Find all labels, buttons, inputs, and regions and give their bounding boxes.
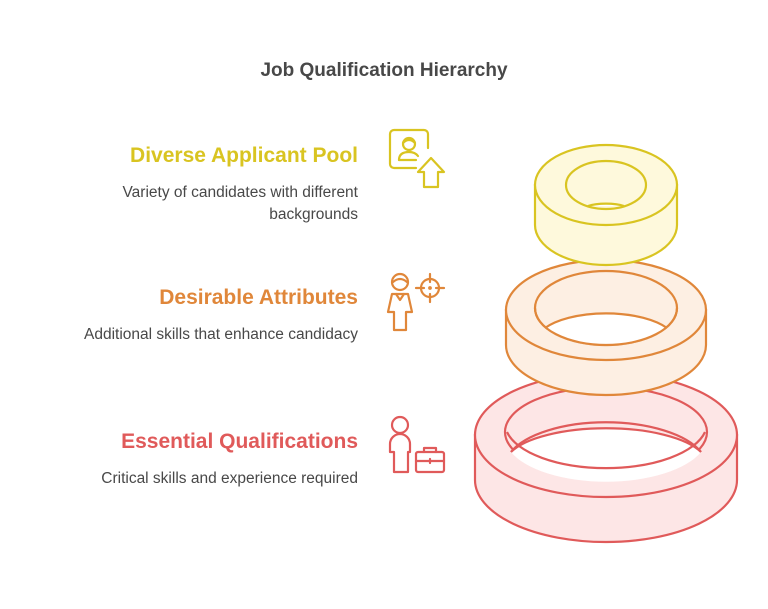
level-title: Desirable Attributes	[159, 286, 358, 309]
level-diverse-applicant-pool: Diverse Applicant Pool Variety of candid…	[58, 144, 358, 226]
level-title: Diverse Applicant Pool	[130, 144, 358, 167]
level-essential-qualifications: Essential Qualifications Critical skills…	[101, 430, 358, 490]
level-desirable-attributes: Desirable Attributes Additional skills t…	[84, 286, 358, 346]
level-title: Essential Qualifications	[121, 430, 358, 453]
ring-diverse-applicant-pool	[533, 143, 679, 267]
person-briefcase-icon	[388, 415, 446, 474]
level-description: Variety of candidates with different bac…	[122, 184, 358, 223]
person-target-icon	[386, 272, 446, 332]
level-description: Additional skills that enhance candidacy	[83, 326, 358, 343]
level-description: Critical skills and experience required	[101, 470, 358, 487]
ring-desirable-attributes	[504, 258, 708, 397]
applicant-upload-icon	[388, 128, 446, 189]
ring-essential-qualifications	[473, 371, 739, 544]
diagram-title: Job Qualification Hierarchy	[260, 60, 508, 81]
